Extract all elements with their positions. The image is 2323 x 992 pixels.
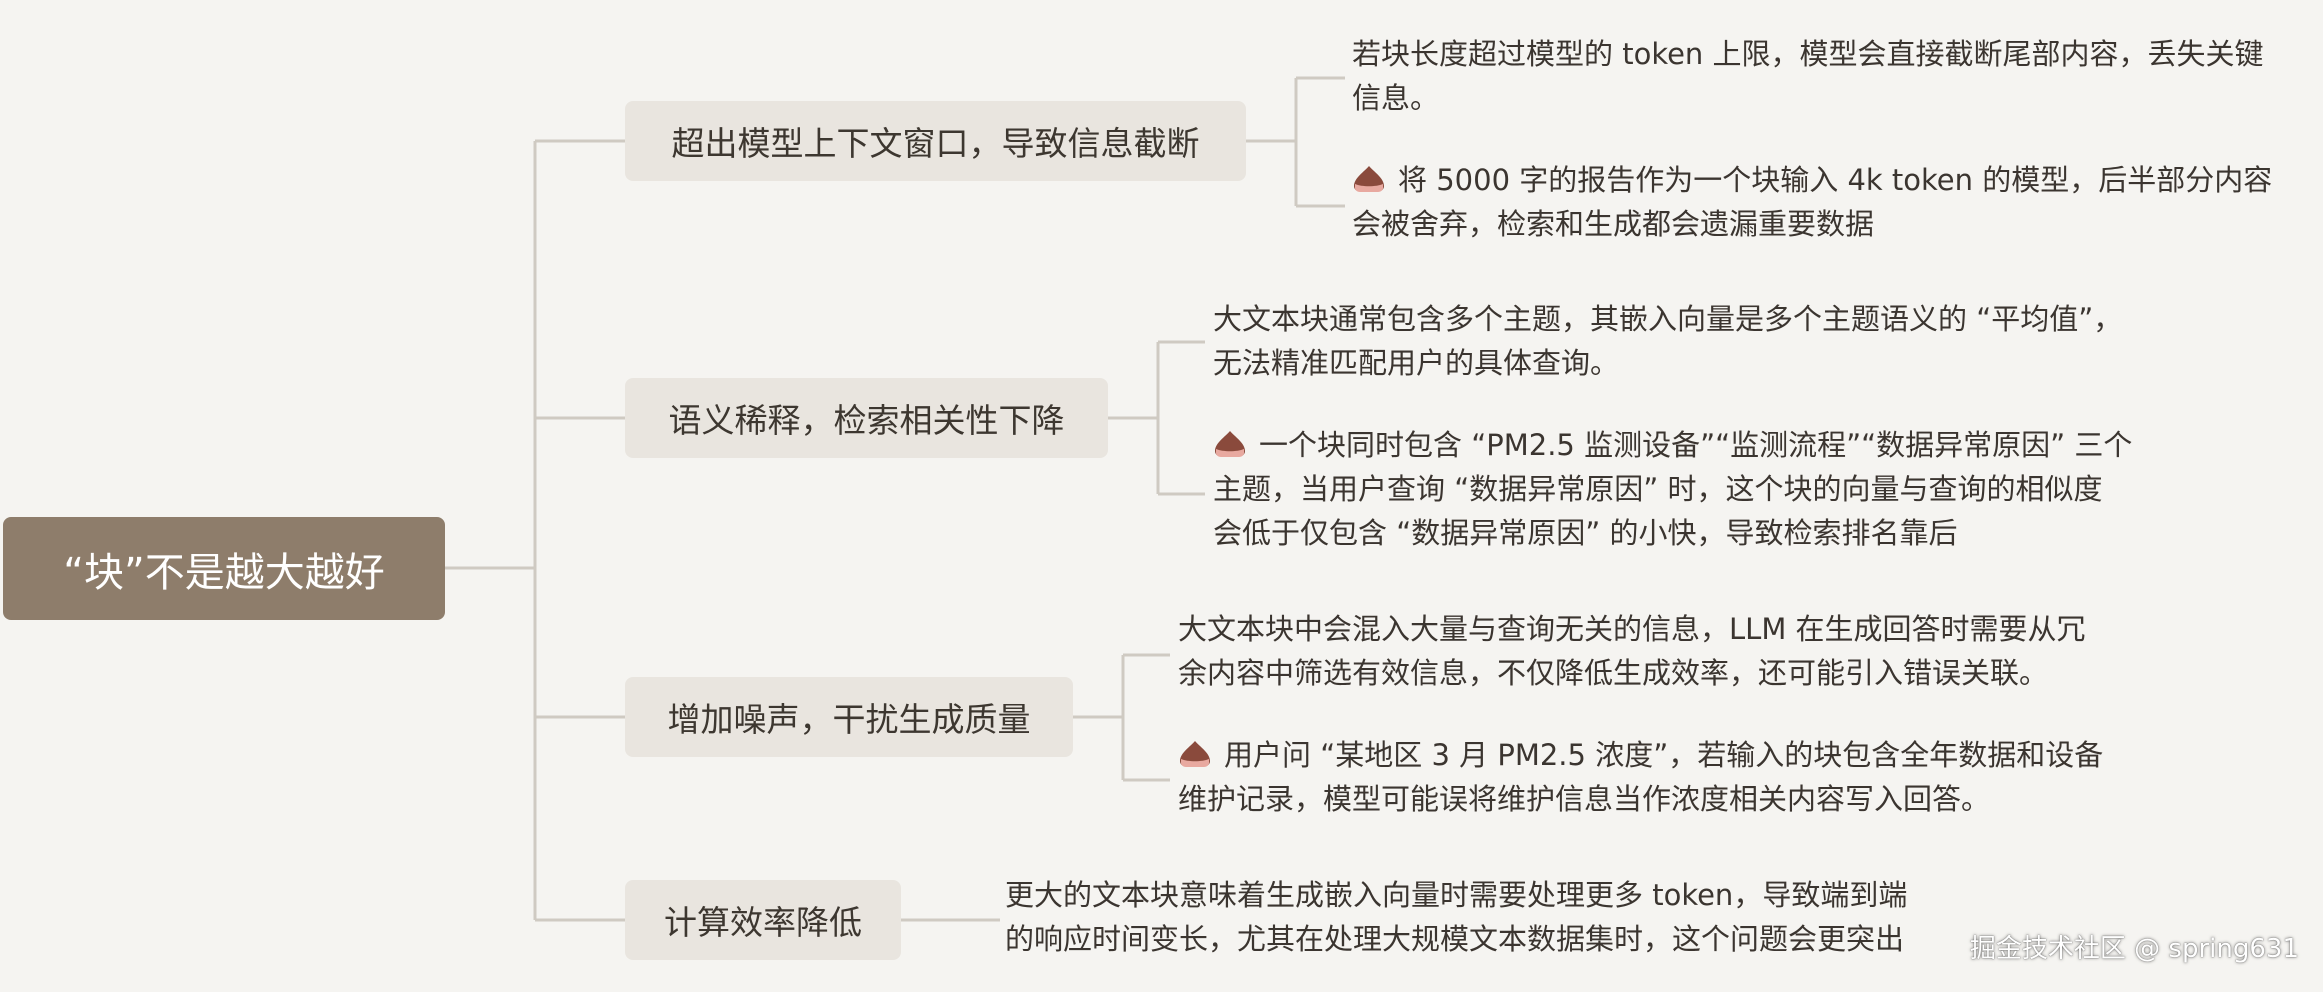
note-noise-explanation: 大文本块中会混入大量与查询无关的信息，LLM 在生成回答时需要从冗 余内容中筛选… — [1178, 607, 2086, 695]
root-node[interactable]: “块”不是越大越好 — [3, 517, 445, 620]
note-line: 更大的文本块意味着生成嵌入向量时需要处理更多 token，导致端到端 — [1005, 878, 1908, 912]
branch-noise[interactable]: 增加噪声，干扰生成质量 — [625, 677, 1073, 757]
note-line: 将 5000 字的报告作为一个块输入 4k token 的模型，后半部分内容 — [1398, 163, 2273, 197]
note-noise-example: 用户问 “某地区 3 月 PM2.5 浓度”，若输入的块包含全年数据和设备 维护… — [1178, 733, 2103, 821]
note-line: 若块长度超过模型的 token 上限，模型会直接截断尾部内容，丢失关键 — [1352, 37, 2264, 71]
note-line: 会被舍弃，检索和生成都会遗漏重要数据 — [1352, 207, 1875, 241]
note-semantic-dilution-example: 一个块同时包含 “PM2.5 监测设备”“监测流程”“数据异常原因” 三个 主题… — [1213, 423, 2132, 555]
note-efficiency-explanation: 更大的文本块意味着生成嵌入向量时需要处理更多 token，导致端到端 的响应时间… — [1005, 873, 1907, 961]
note-line: 主题，当用户查询 “数据异常原因” 时，这个块的向量与查询的相似度 — [1213, 472, 2103, 506]
note-line: 维护记录，模型可能误将维护信息当作浓度相关内容写入回答。 — [1178, 782, 1991, 816]
chestnut-icon — [1180, 741, 1210, 767]
note-line: 大文本块通常包含多个主题，其嵌入向量是多个主题语义的 “平均值”， — [1213, 302, 2123, 336]
note-line: 余内容中筛选有效信息，不仅降低生成效率，还可能引入错误关联。 — [1178, 656, 2049, 690]
note-line: 大文本块中会混入大量与查询无关的信息，LLM 在生成回答时需要从冗 — [1178, 612, 2086, 646]
chestnut-icon — [1215, 431, 1245, 457]
note-semantic-dilution-explanation: 大文本块通常包含多个主题，其嵌入向量是多个主题语义的 “平均值”， 无法精准匹配… — [1213, 297, 2122, 385]
branch-efficiency[interactable]: 计算效率降低 — [625, 880, 901, 960]
note-line: 无法精准匹配用户的具体查询。 — [1213, 346, 1620, 380]
watermark: 掘金技术社区 @ spring631 — [1969, 934, 2299, 964]
note-context-window-explanation: 若块长度超过模型的 token 上限，模型会直接截断尾部内容，丢失关键 信息。 — [1352, 32, 2264, 120]
note-line: 会低于仅包含 “数据异常原因” 的小快，导致检索排名靠后 — [1213, 516, 1958, 550]
note-line: 一个块同时包含 “PM2.5 监测设备”“监测流程”“数据异常原因” 三个 — [1259, 428, 2133, 462]
note-line: 用户问 “某地区 3 月 PM2.5 浓度”，若输入的块包含全年数据和设备 — [1224, 738, 2104, 772]
note-context-window-example: 将 5000 字的报告作为一个块输入 4k token 的模型，后半部分内容 会… — [1352, 158, 2272, 246]
note-line: 信息。 — [1352, 81, 1440, 115]
branch-semantic-dilution[interactable]: 语义稀释，检索相关性下降 — [625, 378, 1108, 458]
branch-context-window[interactable]: 超出模型上下文窗口，导致信息截断 — [625, 101, 1246, 181]
note-line: 的响应时间变长，尤其在处理大规模文本数据集时，这个问题会更突出 — [1005, 922, 1905, 956]
chestnut-icon — [1354, 166, 1384, 192]
